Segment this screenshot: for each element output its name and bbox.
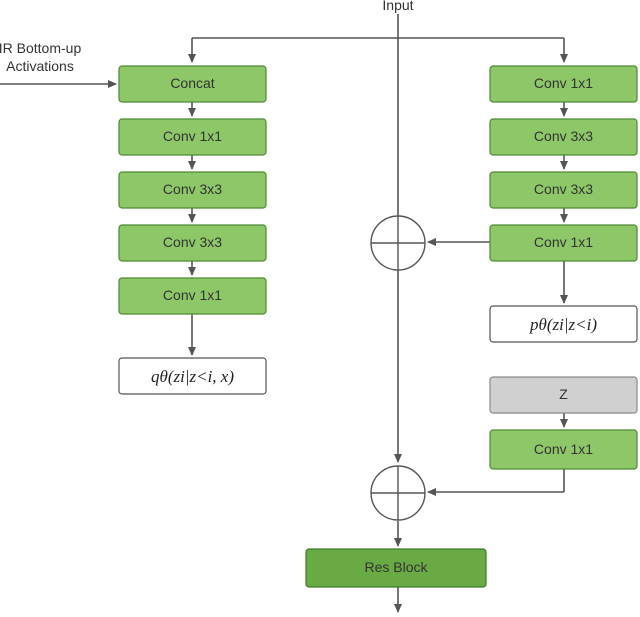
left-conv3x3-a-label: Conv 3x3 bbox=[163, 181, 222, 197]
right-conv1x1-b-label: Conv 1x1 bbox=[534, 234, 593, 250]
z-block-label: Z bbox=[559, 386, 568, 402]
left-conv1x1-b-label: Conv 1x1 bbox=[163, 287, 222, 303]
concat-block-label: Concat bbox=[170, 75, 214, 91]
connections bbox=[0, 14, 568, 613]
z-branch: Z Conv 1x1 bbox=[489, 376, 638, 470]
res-block-label: Res Block bbox=[364, 559, 428, 575]
z-conv1x1-block bbox=[489, 429, 638, 470]
res-block bbox=[305, 548, 487, 588]
left-conv3x3-b-block bbox=[118, 224, 267, 262]
add-node-1 bbox=[370, 215, 426, 271]
posterior-output-label: qθ(zi|z<i, x) bbox=[151, 367, 234, 386]
z-conv1x1-label: Conv 1x1 bbox=[534, 441, 593, 457]
bottom-up-label-line1: IR Bottom-up bbox=[0, 40, 81, 56]
right-conv3x3-b-label: Conv 3x3 bbox=[534, 181, 593, 197]
right-conv1x1-a-block bbox=[489, 65, 638, 103]
left-conv1x1-a-block bbox=[118, 118, 267, 156]
right-conv3x3-b-block bbox=[489, 171, 638, 209]
add-node-2 bbox=[370, 465, 426, 521]
z-block bbox=[489, 376, 638, 414]
concat-block bbox=[118, 65, 267, 103]
right-conv3x3-a-label: Conv 3x3 bbox=[534, 128, 593, 144]
bottom-up-label-line2: Activations bbox=[6, 58, 74, 74]
left-conv3x3-b-label: Conv 3x3 bbox=[163, 234, 222, 250]
prior-output-box bbox=[489, 305, 638, 343]
right-branch: Conv 1x1 Conv 3x3 Conv 3x3 Conv 1x1 pθ(z… bbox=[489, 65, 638, 343]
input-label: Input bbox=[382, 0, 413, 13]
posterior-output-box bbox=[118, 357, 267, 395]
left-conv1x1-a-label: Conv 1x1 bbox=[163, 128, 222, 144]
left-branch: Concat Conv 1x1 Conv 3x3 Conv 3x3 Conv 1… bbox=[118, 65, 267, 395]
right-conv1x1-a-label: Conv 1x1 bbox=[534, 75, 593, 91]
left-conv3x3-a-block bbox=[118, 171, 267, 209]
right-conv3x3-a-block bbox=[489, 118, 638, 156]
left-conv1x1-b-block bbox=[118, 277, 267, 315]
right-conv1x1-b-block bbox=[489, 224, 638, 262]
prior-output-label: pθ(zi|z<i) bbox=[529, 315, 597, 334]
